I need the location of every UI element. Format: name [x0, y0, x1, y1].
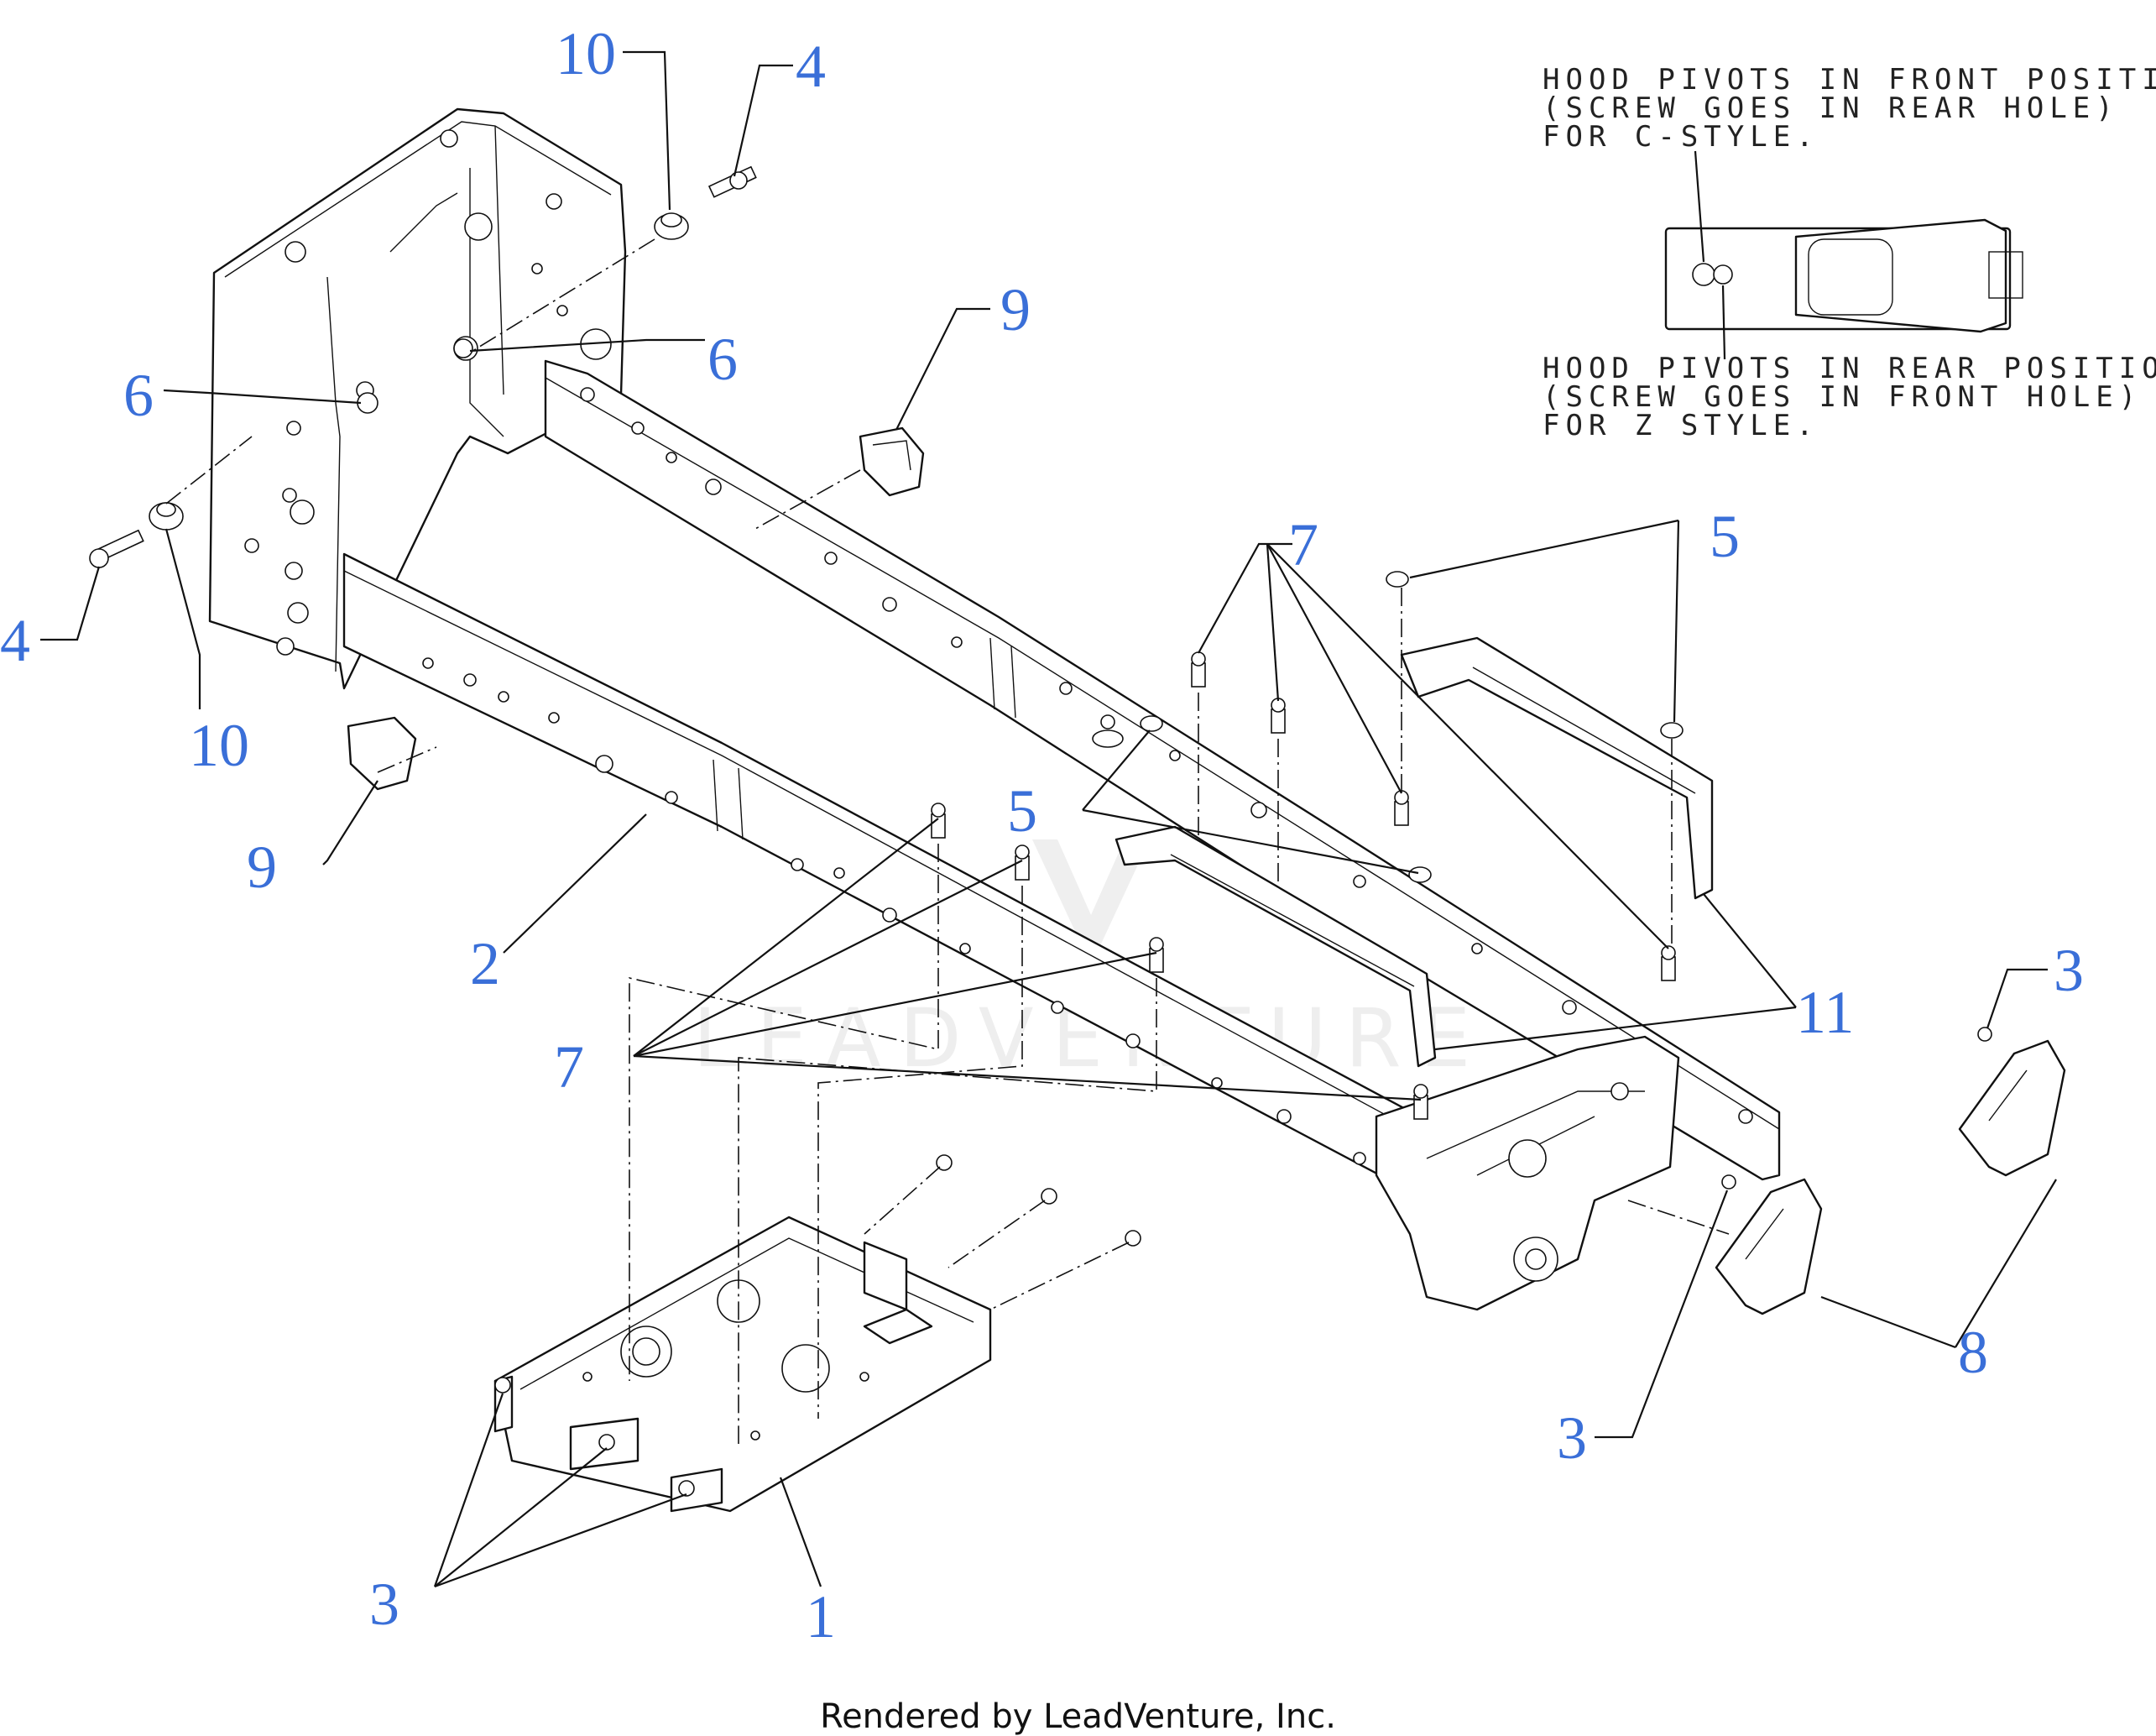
bumper-cap-left	[347, 716, 417, 791]
spacer-10-left	[149, 502, 184, 531]
callout-10-left: 10	[189, 712, 249, 779]
rear-frame-plate	[208, 107, 627, 690]
callout-10-top: 10	[556, 20, 616, 87]
callout-4-left: 4	[0, 607, 30, 674]
front-hole	[1713, 264, 1733, 285]
callout-4-top: 4	[796, 33, 826, 100]
bolt-4-left	[89, 529, 144, 568]
hood-pivot-inset	[1664, 150, 2023, 360]
callout-3-mid: 3	[1557, 1404, 1587, 1472]
bolts-7	[931, 651, 1676, 1120]
bolt-4-top	[707, 165, 757, 198]
callout-6-right: 6	[707, 326, 738, 393]
front-axle-assembly	[1375, 1035, 1680, 1311]
right-frame-rail	[544, 359, 1781, 1181]
note-front-line1: HOOD PIVOTS IN FRONT POSITION	[1543, 63, 2156, 97]
callout-7-top: 7	[1288, 511, 1318, 578]
nut-5-mid	[1140, 715, 1163, 732]
callout-3-right: 3	[2054, 937, 2084, 1004]
callout-5-top: 5	[1710, 503, 1740, 570]
screws-3-floor	[494, 1154, 1141, 1497]
assembly-lines	[165, 238, 1730, 1444]
floor-plate	[493, 1216, 992, 1513]
bumper-cap-top	[859, 426, 925, 497]
callout-8: 8	[1958, 1319, 1988, 1386]
screw-3-mid	[1721, 1174, 1736, 1190]
note-front-line2: (SCREW GOES IN REAR HOLE)	[1543, 92, 2119, 125]
nut-5-top	[1386, 571, 1409, 588]
leader-lines	[40, 50, 2057, 1588]
nut-5-lower	[1408, 866, 1432, 883]
callout-9-top: 9	[1000, 276, 1031, 343]
note-front-line3: FOR C-STYLE.	[1543, 120, 1819, 154]
callouts: 10 4 9 6 6 4 10 9 2 7 5 5 7 11 3 8 3 3 1	[0, 20, 2084, 1650]
note-rear-line3: FOR Z STYLE.	[1543, 409, 1819, 442]
hinge-8-right	[1958, 1027, 2066, 1177]
nut-6-right	[453, 338, 473, 358]
callout-1: 1	[806, 1583, 836, 1650]
screw-3-right	[1977, 1027, 1992, 1042]
side-bracket-rear	[1400, 636, 1714, 900]
callout-3-left: 3	[369, 1571, 399, 1638]
nut-5-right	[1660, 722, 1684, 739]
callout-6-left: 6	[123, 362, 154, 429]
spacer-10-top	[654, 212, 689, 240]
note-rear-line1: HOOD PIVOTS IN REAR POSITION	[1543, 352, 2156, 385]
hinge-8-mid	[1715, 1174, 1823, 1315]
side-bracket-front	[1115, 825, 1437, 1068]
callout-2: 2	[470, 930, 500, 997]
callout-9-left: 9	[247, 834, 277, 901]
callout-7-mid: 7	[554, 1033, 584, 1101]
callout-5-mid: 5	[1007, 777, 1037, 844]
note-rear-line2: (SCREW GOES IN FRONT HOLE)	[1543, 380, 2142, 414]
footer-credit: Rendered by LeadVenture, Inc.	[820, 1697, 1336, 1736]
callout-11: 11	[1796, 979, 1854, 1046]
rear-hole	[1692, 263, 1715, 286]
